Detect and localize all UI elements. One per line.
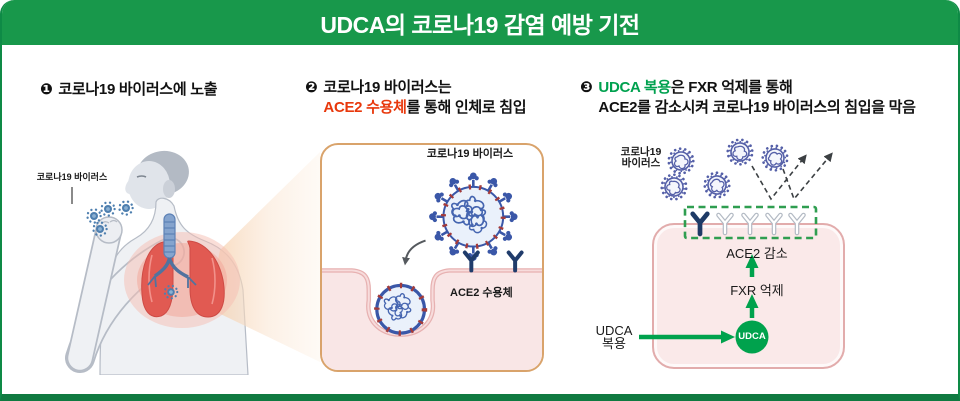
step-2-highlight: ACE2 수용체 <box>323 99 407 116</box>
step-3-line1-rest: 은 FXR 억제를 통해 <box>670 79 793 96</box>
exhaled-virus-particles <box>71 187 134 237</box>
virus-entering-cell-icon <box>377 285 425 333</box>
entry-arrow <box>402 239 426 266</box>
panel2-cell-box <box>320 143 544 372</box>
blocked-virus-particles <box>655 135 794 206</box>
receptor-highlight-dashed-box <box>683 205 818 240</box>
main-title: UDCA의 코로나19 감염 예방 기전 <box>320 11 640 38</box>
infected-lungs <box>124 213 240 328</box>
faded-receptor-icon <box>742 213 758 235</box>
step-3-number-icon: ❸ <box>580 79 593 96</box>
panel2-illustration <box>322 145 542 370</box>
step-1-heading: ❶ 코로나19 바이러스에 노출 <box>40 80 218 100</box>
step-3-highlight: UDCA 복용 <box>598 79 671 96</box>
fxr-inhibition-label: FXR 억제 <box>730 283 784 298</box>
panel2-receptor-label: ACE2 수용체 <box>450 287 513 299</box>
virus-outline-icon <box>667 147 695 175</box>
panel1-virus-label: 코로나19 바이러스 <box>36 172 108 182</box>
right-lung <box>187 240 225 318</box>
faded-receptor-icon <box>766 213 782 235</box>
virus-outline-icon <box>699 167 735 203</box>
panel3-virus-label: 코로나19 바이러스 <box>620 146 662 169</box>
udca-circle-badge <box>735 320 769 354</box>
step-2-line2-rest: 를 통해 인체로 침입 <box>406 99 527 116</box>
deflection-arrow <box>782 152 833 201</box>
deflection-arrow <box>751 154 807 201</box>
virus-icon <box>118 200 134 216</box>
virus-icon <box>100 201 116 217</box>
virus-outline-icon <box>723 135 757 169</box>
ace2-decrease-label: ACE2 감소 <box>726 246 788 261</box>
zoom-cone <box>208 152 320 362</box>
title-bar: UDCA의 코로나19 감염 예방 기전 <box>2 0 958 45</box>
active-ace2-receptor-icon <box>693 214 708 234</box>
step-2-number-icon: ❷ <box>305 79 318 96</box>
virus-icon <box>86 208 102 224</box>
step-1-number-icon: ❶ <box>40 81 53 98</box>
person-eye <box>136 175 147 178</box>
step-2-heading: ❷ 코로나19 바이러스는 ACE2 수용체를 통해 인체로 침입 <box>305 78 527 118</box>
panel3-illustration <box>639 135 833 354</box>
bronchi <box>153 257 189 279</box>
udca-intake-label: UDCA 복용 <box>595 323 633 351</box>
udca-circle-text: UDCA <box>738 331 766 342</box>
step-3-line2: ACE2를 감소시켜 코로나19 바이러스의 침입을 막음 <box>598 99 916 116</box>
panel1-illustration <box>65 150 320 375</box>
step-1-text: 코로나19 바이러스에 노출 <box>58 81 218 98</box>
ace2-receptor-icon <box>506 250 524 273</box>
virus-outline-icon <box>756 139 794 177</box>
person-forearm <box>68 222 120 370</box>
panel2-virus-label: 코로나19 바이러스 <box>426 148 514 160</box>
person-face <box>128 161 170 209</box>
step-2-line1: 코로나19 바이러스는 <box>323 79 452 96</box>
coronavirus-icon <box>429 172 517 260</box>
cell-cytoplasm <box>322 270 542 370</box>
virus-outline-icon <box>655 168 693 206</box>
step-3-heading: ❸ UDCA 복용은 FXR 억제를 통해 ACE2를 감소시켜 코로나19 바… <box>580 78 916 118</box>
faded-ace2-receptors <box>719 215 804 233</box>
person-nose <box>125 180 133 196</box>
faded-receptor-icon <box>717 213 733 235</box>
faded-receptor-icon <box>789 213 805 235</box>
person-ear <box>163 180 175 198</box>
